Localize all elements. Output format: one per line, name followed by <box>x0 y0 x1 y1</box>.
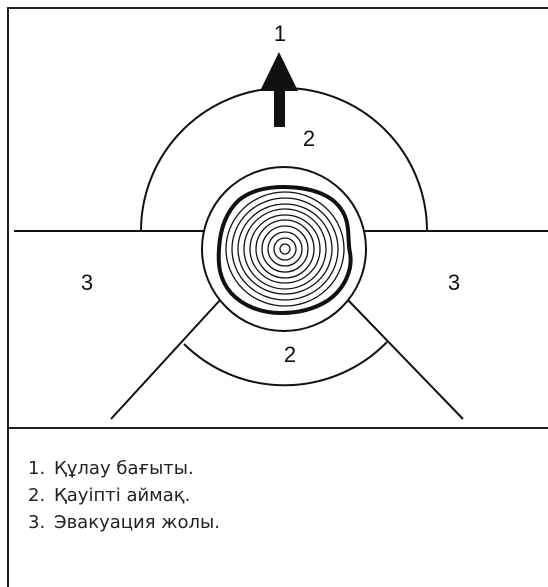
tree-stump-icon <box>216 184 353 316</box>
legend-item: 1. Құлау бағыты. <box>28 455 220 482</box>
legend-item-number: 1. <box>28 458 46 479</box>
danger-zone-bottom-arc <box>183 341 388 387</box>
legend-item-number: 3. <box>28 512 46 533</box>
tree-felling-diagram: 1 2 3 3 2 <box>9 9 548 427</box>
label-danger-zone-top: 2 <box>303 126 315 151</box>
figure-frame <box>7 7 548 587</box>
label-evacuation-left: 3 <box>81 270 93 295</box>
legend-item-text: Эвакуация жолы. <box>54 512 220 533</box>
legend-item: 2. Қауіпті аймақ. <box>28 482 220 509</box>
label-fall-direction: 1 <box>274 21 286 46</box>
diagram-svg: 1 2 3 3 2 <box>14 21 548 420</box>
label-evacuation-right: 3 <box>448 270 460 295</box>
legend-item-text: Құлау бағыты. <box>54 458 194 479</box>
escape-route-line-left <box>110 298 222 420</box>
legend-list: 1. Құлау бағыты. 2. Қауіпті аймақ. 3. Эваку… <box>28 455 220 536</box>
stump-circle <box>201 166 367 332</box>
escape-route-line-right <box>346 298 464 420</box>
label-danger-zone-bottom: 2 <box>284 342 296 367</box>
legend-item-number: 2. <box>28 485 46 506</box>
legend-divider <box>9 427 548 429</box>
fall-direction-arrow-icon <box>260 52 298 127</box>
legend-item-text: Қауіпті аймақ. <box>54 485 191 506</box>
legend-item: 3. Эвакуация жолы. <box>28 509 220 536</box>
